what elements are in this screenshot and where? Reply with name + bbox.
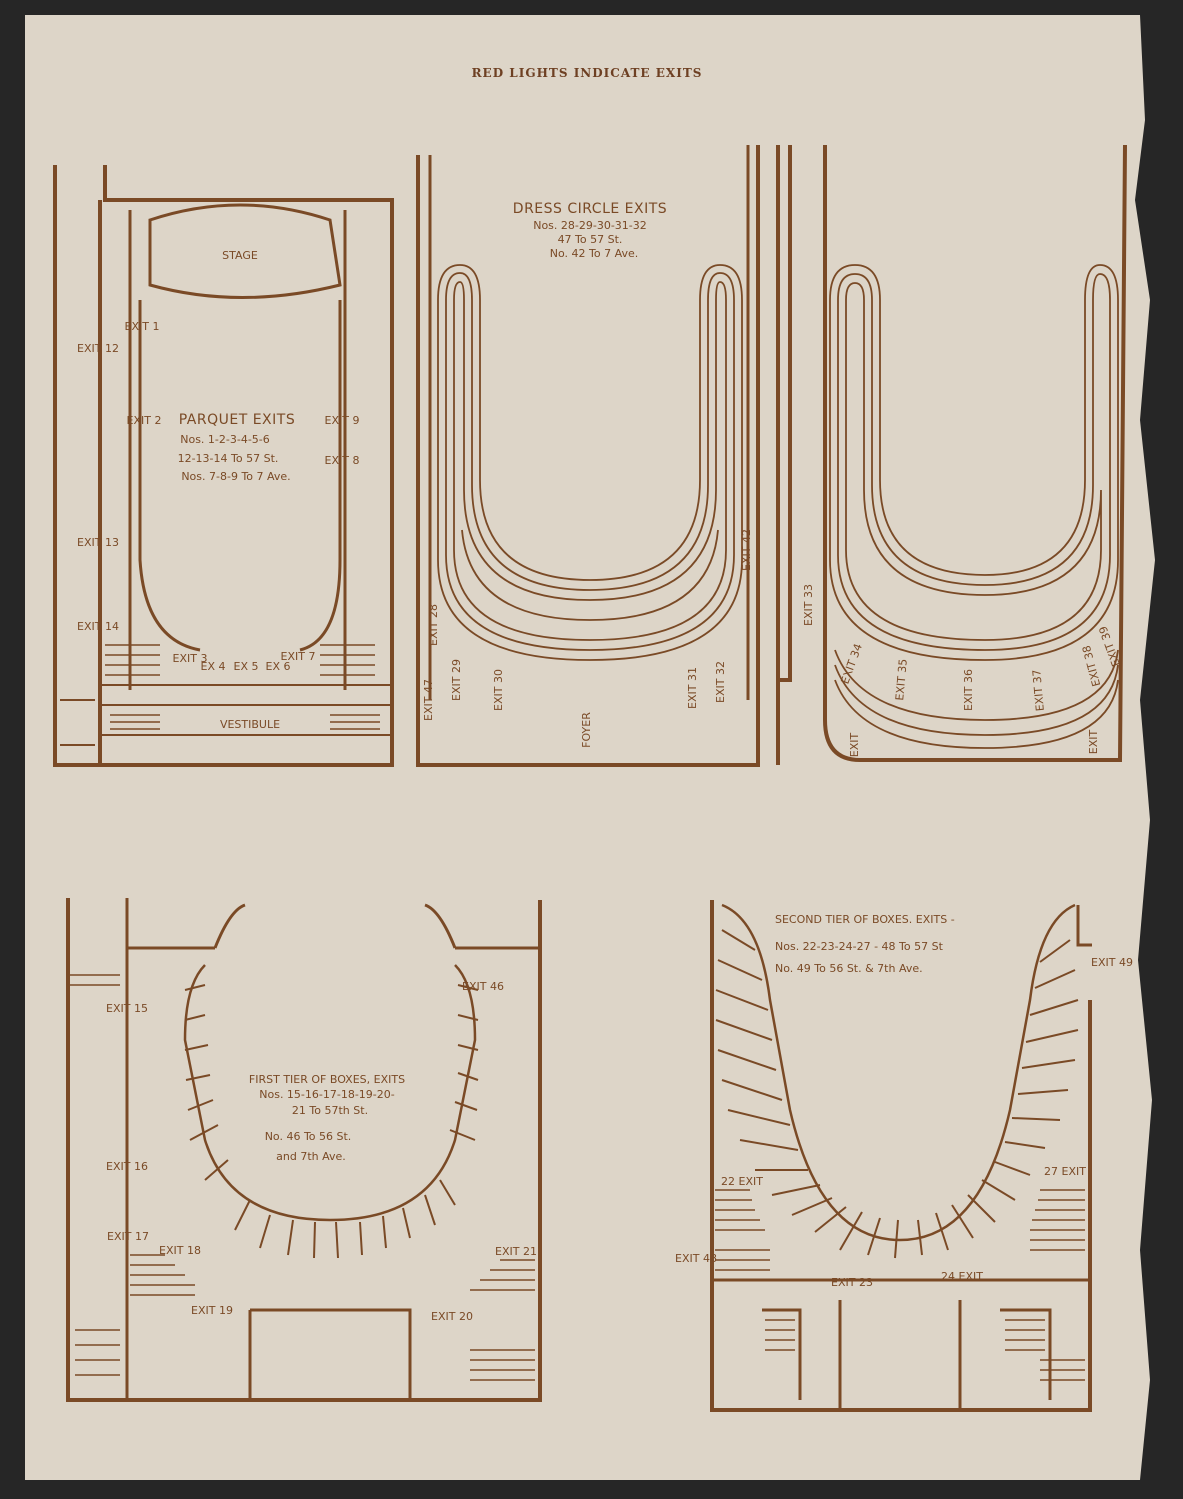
parquet-plan: STAGE VESTIBULE PARQUET EXITS Nos. 1-2-3… xyxy=(53,165,394,767)
exit-label: EXIT 1 xyxy=(125,320,160,333)
exit-label: EXIT 36 xyxy=(962,669,975,711)
exit-label: EXIT 30 xyxy=(492,669,505,711)
exit-label: EX 4 xyxy=(201,660,226,673)
exit-label: EXIT 17 xyxy=(107,1230,149,1243)
second-tier-plan: SECOND TIER OF BOXES. EXITS - Nos. 22-23… xyxy=(675,900,1133,1412)
exit-label: EXIT 31 xyxy=(686,667,699,709)
dress-circle-line-2: 47 To 57 St. xyxy=(558,233,623,246)
exit-label: EXIT 48 xyxy=(675,1252,717,1265)
exit-label: EXIT 29 xyxy=(450,659,463,701)
exit-label: EXIT 18 xyxy=(159,1244,201,1257)
dress-circle-heading: DRESS CIRCLE EXITS xyxy=(513,201,667,217)
exit-label: EXIT 28 xyxy=(427,604,440,646)
parquet-line-2: 12-13-14 To 57 St. xyxy=(178,452,279,465)
exit-label: 22 EXIT xyxy=(721,1175,763,1188)
exit-label: EXIT 46 xyxy=(462,980,504,993)
page-title: RED LIGHTS INDICATE EXITS xyxy=(472,66,703,80)
dress-circle-line-3: No. 42 To 7 Ave. xyxy=(550,247,638,260)
exit-label: EXIT 15 xyxy=(106,1002,148,1015)
vestibule-label: VESTIBULE xyxy=(220,718,280,731)
exit-label: EXIT 8 xyxy=(325,454,360,467)
exit-label: EXIT 33 xyxy=(802,584,815,626)
exit-label: EXIT 47 xyxy=(422,679,435,721)
exit-label: EXIT 7 xyxy=(281,650,316,663)
exit-label: EXIT 21 xyxy=(495,1245,537,1258)
first-tier-plan: FIRST TIER OF BOXES, EXITS Nos. 15-16-17… xyxy=(66,898,542,1402)
exit-label: EXIT 42 xyxy=(740,529,753,571)
exit-label: EXIT 23 xyxy=(831,1276,873,1289)
first-tier-line-1: Nos. 15-16-17-18-19-20- xyxy=(259,1088,395,1101)
dress-circle-plan: DRESS CIRCLE EXITS Nos. 28-29-30-31-32 4… xyxy=(416,145,760,767)
dress-circle-line-1: Nos. 28-29-30-31-32 xyxy=(533,219,647,232)
exit-label: EXIT 32 xyxy=(714,661,727,703)
exit-label: EXIT 16 xyxy=(106,1160,148,1173)
stage-label: STAGE xyxy=(222,249,258,262)
parquet-line-3: Nos. 7-8-9 To 7 Ave. xyxy=(181,470,290,483)
first-tier-line-3: No. 46 To 56 St. xyxy=(265,1130,352,1143)
exit-label: EXIT 49 xyxy=(1091,956,1133,969)
exit-label: EXIT 14 xyxy=(77,620,119,633)
exit-label: EXIT 12 xyxy=(77,342,119,355)
exit-label: EXIT xyxy=(1087,729,1100,754)
foyer-label: FOYER xyxy=(580,712,593,748)
exit-label: EXIT 37 xyxy=(1030,669,1047,712)
exit-label: EXIT xyxy=(848,732,861,757)
parquet-line-1: Nos. 1-2-3-4-5-6 xyxy=(180,433,270,446)
exit-label: EXIT 35 xyxy=(893,658,910,701)
second-tier-heading: SECOND TIER OF BOXES. EXITS - xyxy=(775,913,955,926)
exit-label: EXIT 9 xyxy=(325,414,360,427)
exit-label: EXIT 13 xyxy=(77,536,119,549)
first-tier-line-4: and 7th Ave. xyxy=(276,1150,346,1163)
exit-label: EXIT 2 xyxy=(127,414,162,427)
parquet-heading: PARQUET EXITS xyxy=(179,412,295,428)
exit-label: EXIT 20 xyxy=(431,1310,473,1323)
exit-label: EX 5 xyxy=(234,660,259,673)
exit-label: EX 6 xyxy=(266,660,291,673)
first-tier-line-2: 21 To 57th St. xyxy=(292,1104,368,1117)
exit-label: 24 EXIT xyxy=(941,1270,983,1283)
first-tier-heading: FIRST TIER OF BOXES, EXITS xyxy=(249,1073,405,1086)
exit-label: 27 EXIT xyxy=(1044,1165,1086,1178)
exit-label: EXIT 3 xyxy=(173,652,208,665)
exit-label: EXIT 19 xyxy=(191,1304,233,1317)
second-tier-line-2: No. 49 To 56 St. & 7th Ave. xyxy=(775,962,923,975)
second-tier-line-1: Nos. 22-23-24-27 - 48 To 57 St xyxy=(775,940,944,953)
